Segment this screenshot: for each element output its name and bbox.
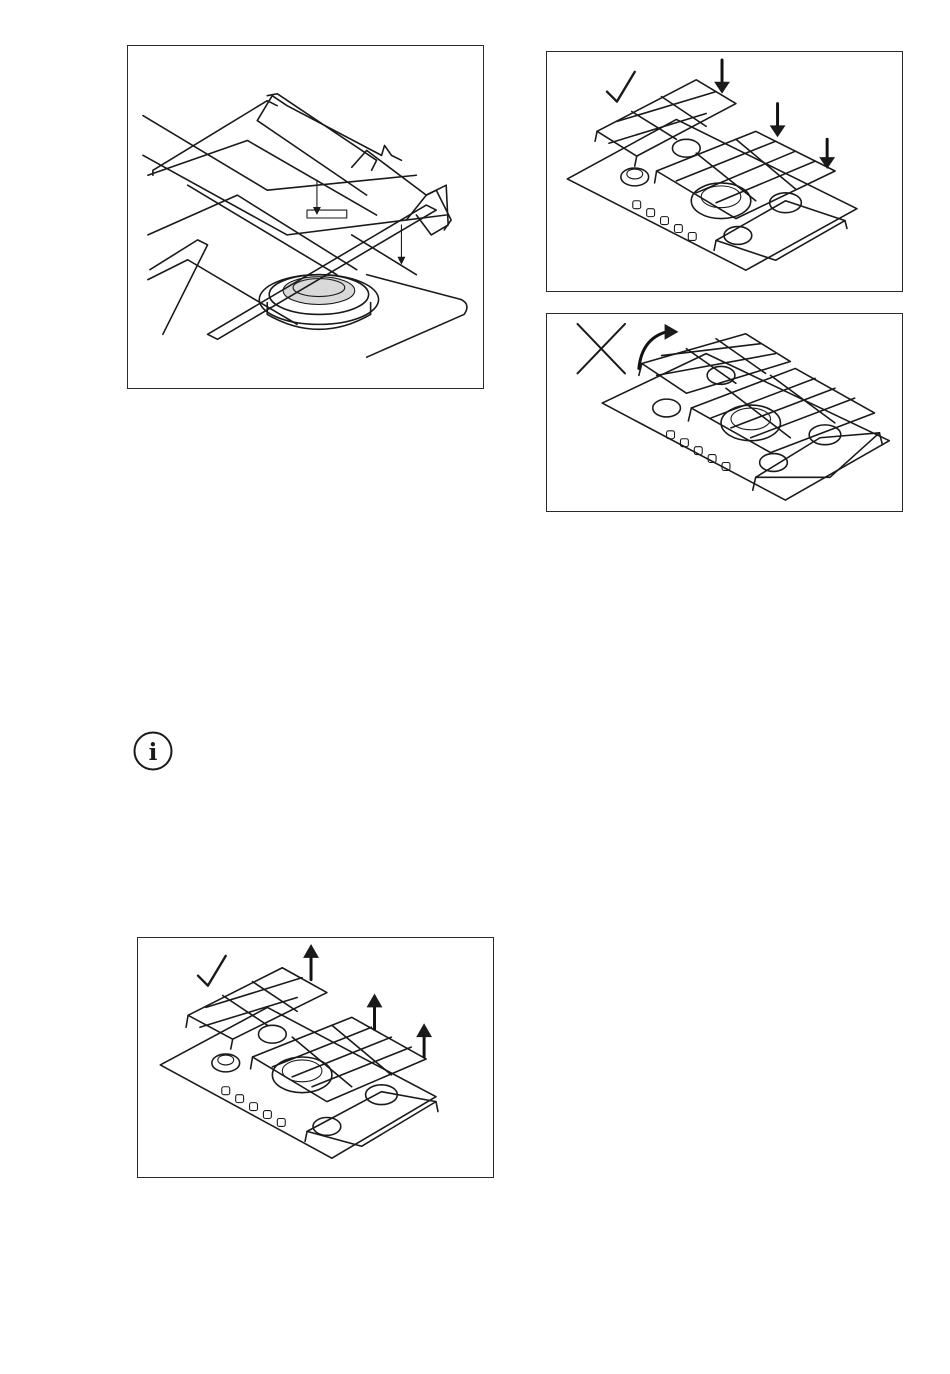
control-knobs — [633, 201, 696, 241]
wrong-placement-illustration — [547, 314, 902, 511]
control-knobs — [222, 1087, 285, 1127]
pan-supports — [186, 968, 438, 1147]
info-glyph: i — [149, 739, 158, 766]
check-icon — [198, 956, 226, 986]
correct-placement-illustration — [547, 52, 902, 291]
burner-illustration — [259, 275, 378, 330]
hob-edge — [367, 275, 467, 358]
burners — [653, 366, 841, 471]
correct-placement-figure — [546, 51, 903, 292]
hob-plate — [160, 1007, 436, 1158]
pan-support-detail-illustration — [128, 46, 483, 388]
wrong-placement-figure — [546, 313, 903, 512]
pan-support-detail-figure — [127, 45, 484, 389]
cross-icon — [577, 324, 625, 373]
check-icon — [607, 72, 635, 102]
pan-support-right — [257, 96, 451, 235]
correct-removal-figure — [137, 937, 494, 1178]
pan-supports — [595, 80, 847, 260]
control-knobs — [667, 431, 730, 471]
down-arrows — [714, 60, 835, 169]
up-arrows — [303, 944, 432, 1057]
rotate-arrow — [639, 324, 679, 369]
burners — [212, 1025, 397, 1135]
burners — [621, 139, 801, 244]
info-icon: i — [132, 730, 174, 772]
placement-arrows — [307, 180, 416, 274]
pan-support-left — [143, 94, 446, 340]
correct-removal-illustration — [138, 938, 493, 1177]
